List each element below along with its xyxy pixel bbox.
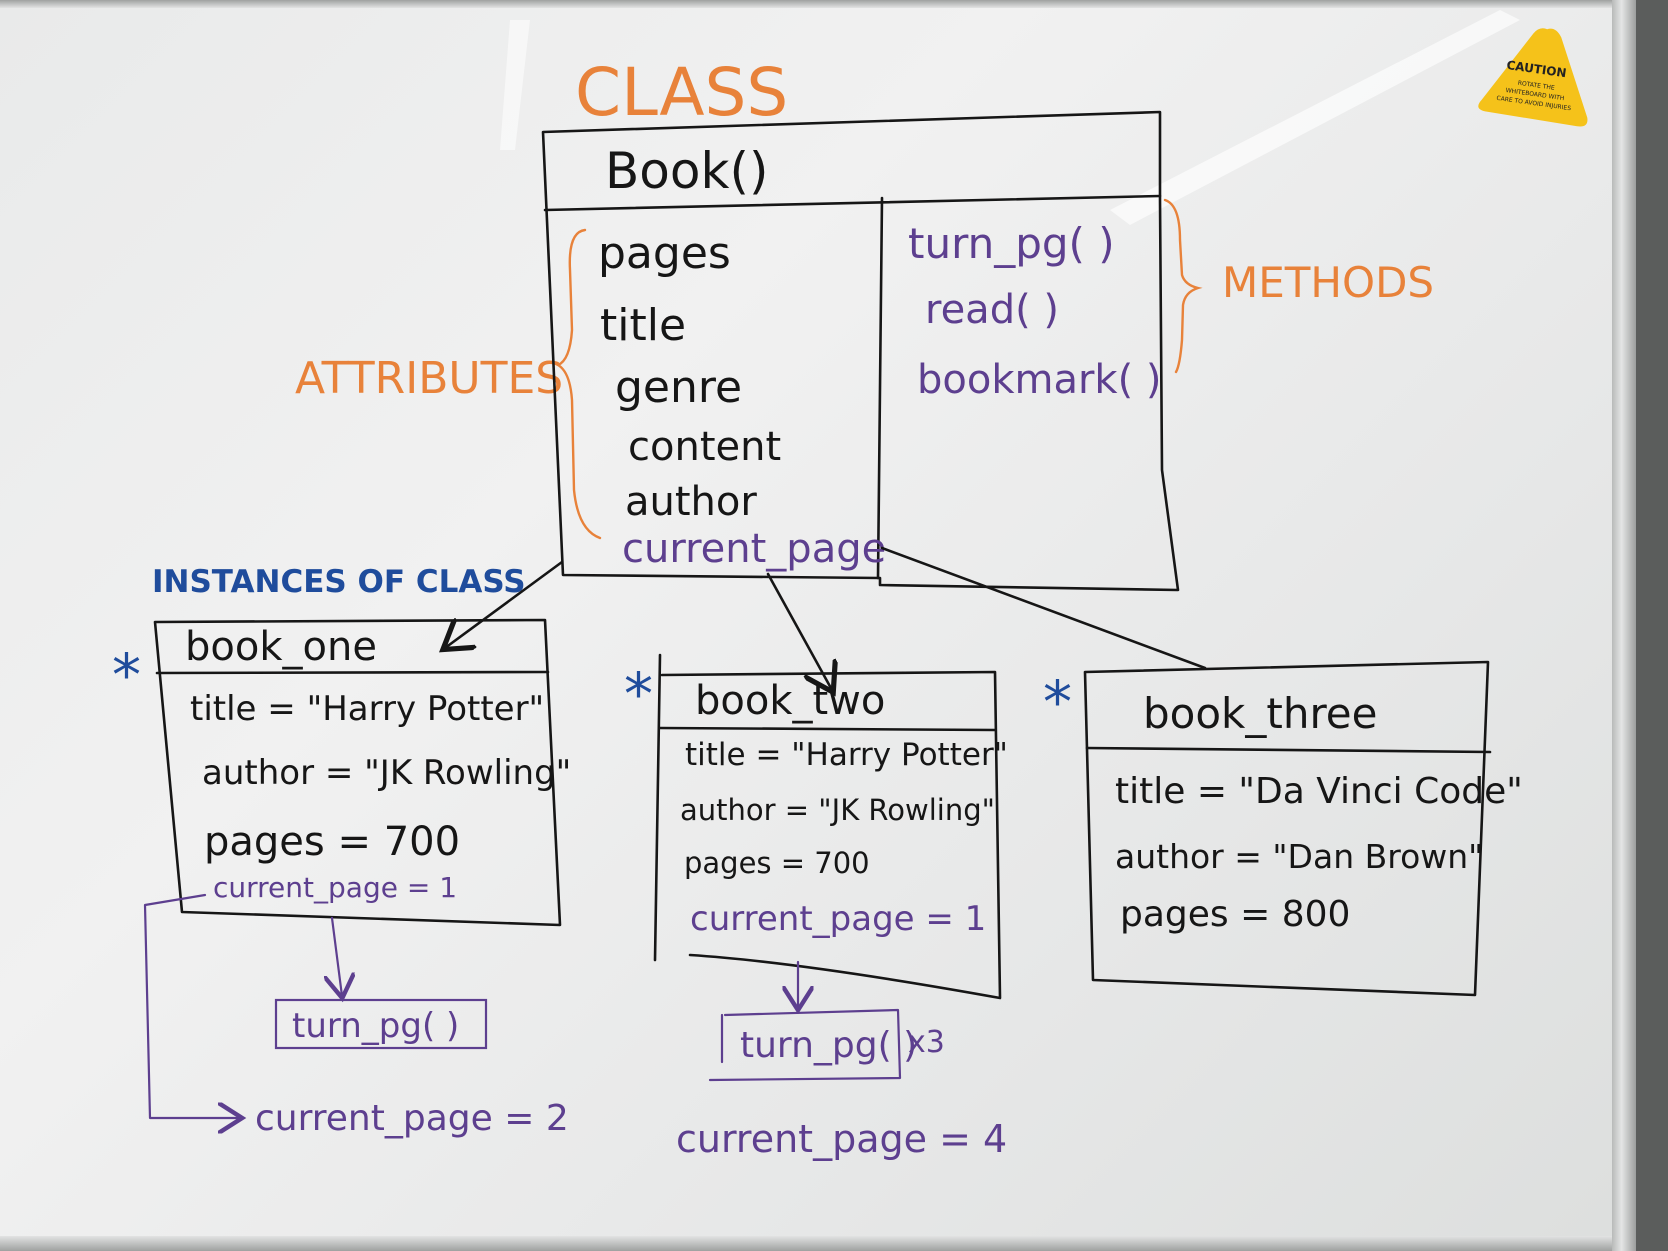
- book-one-title: title = "Harry Potter": [190, 689, 544, 729]
- book-one-author: author = "JK Rowling": [202, 753, 571, 793]
- methods-brace: [1163, 198, 1203, 374]
- book-one-current-page: current_page = 1: [213, 871, 457, 904]
- class-box-column-divider: [876, 196, 884, 580]
- arrow-to-book-three: [880, 546, 1207, 670]
- book-one-flow-loop: [143, 893, 240, 1118]
- glare: [1110, 10, 1520, 225]
- book-three-box: [1083, 660, 1490, 997]
- method-turn-pg: turn_pg( ): [908, 219, 1115, 268]
- instances-label: INSTANCES OF CLASS: [152, 564, 526, 600]
- book-one-result: current_page = 2: [255, 1098, 569, 1139]
- book-one-pages: pages = 700: [204, 819, 460, 865]
- attributes-label: ATTRIBUTES: [295, 353, 563, 404]
- method-read: read( ): [925, 287, 1059, 333]
- book-two-turn-pg-box: [708, 1008, 902, 1082]
- book-one-turn-pg: turn_pg( ): [292, 1006, 459, 1046]
- book-two-marker: *: [624, 660, 653, 728]
- book-two-result: current_page = 4: [676, 1117, 1007, 1161]
- glare: [500, 20, 530, 150]
- whiteboard-frame-top: [0, 0, 1612, 8]
- book-two-header-divider: [658, 726, 997, 732]
- attribute-current-page: current_page: [622, 526, 886, 572]
- book-one-box: [153, 618, 562, 927]
- book-two-pages: pages = 700: [684, 846, 870, 880]
- book-one-turn-pg-box: [274, 998, 488, 1050]
- class-name: Book(): [605, 142, 768, 200]
- attribute-author: author: [625, 479, 757, 525]
- book-two-turn-pg: turn_pg( ): [740, 1025, 917, 1066]
- methods-label: METHODS: [1222, 258, 1434, 307]
- book-two-box: [653, 653, 1002, 1000]
- class-box-outline: [541, 110, 1180, 592]
- book-two-author: author = "JK Rowling": [680, 793, 995, 827]
- caution-sticker: CAUTION ROTATE THE WHITEBOARD WITH CARE …: [1478, 28, 1588, 127]
- class-box-header-divider: [543, 194, 1162, 212]
- book-one-marker: *: [112, 641, 141, 709]
- book-two-name: book_two: [695, 678, 885, 724]
- book-three-author: author = "Dan Brown": [1115, 837, 1483, 876]
- attributes-brace: [555, 228, 602, 540]
- book-one-flow-down: [332, 916, 342, 996]
- class-label: CLASS: [575, 54, 788, 131]
- book-three-pages: pages = 800: [1120, 894, 1350, 935]
- arrow-to-book-one: [445, 560, 564, 648]
- attribute-title: title: [600, 300, 686, 351]
- book-three-name: book_three: [1143, 689, 1378, 738]
- arrow-to-book-two: [766, 572, 832, 690]
- book-three-marker: *: [1043, 668, 1072, 736]
- method-bookmark: bookmark( ): [917, 357, 1162, 403]
- book-one-header-divider: [155, 670, 550, 675]
- attribute-pages: pages: [598, 228, 731, 279]
- whiteboard-frame-bottom: [0, 1236, 1612, 1251]
- book-two-title: title = "Harry Potter": [685, 737, 1008, 773]
- book-two-current-page: current_page = 1: [690, 899, 986, 939]
- wall: [1636, 0, 1668, 1251]
- attribute-genre: genre: [615, 362, 742, 413]
- whiteboard-frame-right: [1612, 0, 1636, 1251]
- book-three-header-divider: [1085, 746, 1492, 754]
- attribute-content: content: [628, 424, 781, 470]
- book-one-name: book_one: [185, 624, 377, 670]
- book-two-multiplier: x3: [908, 1025, 945, 1060]
- book-three-title: title = "Da Vinci Code": [1115, 771, 1523, 812]
